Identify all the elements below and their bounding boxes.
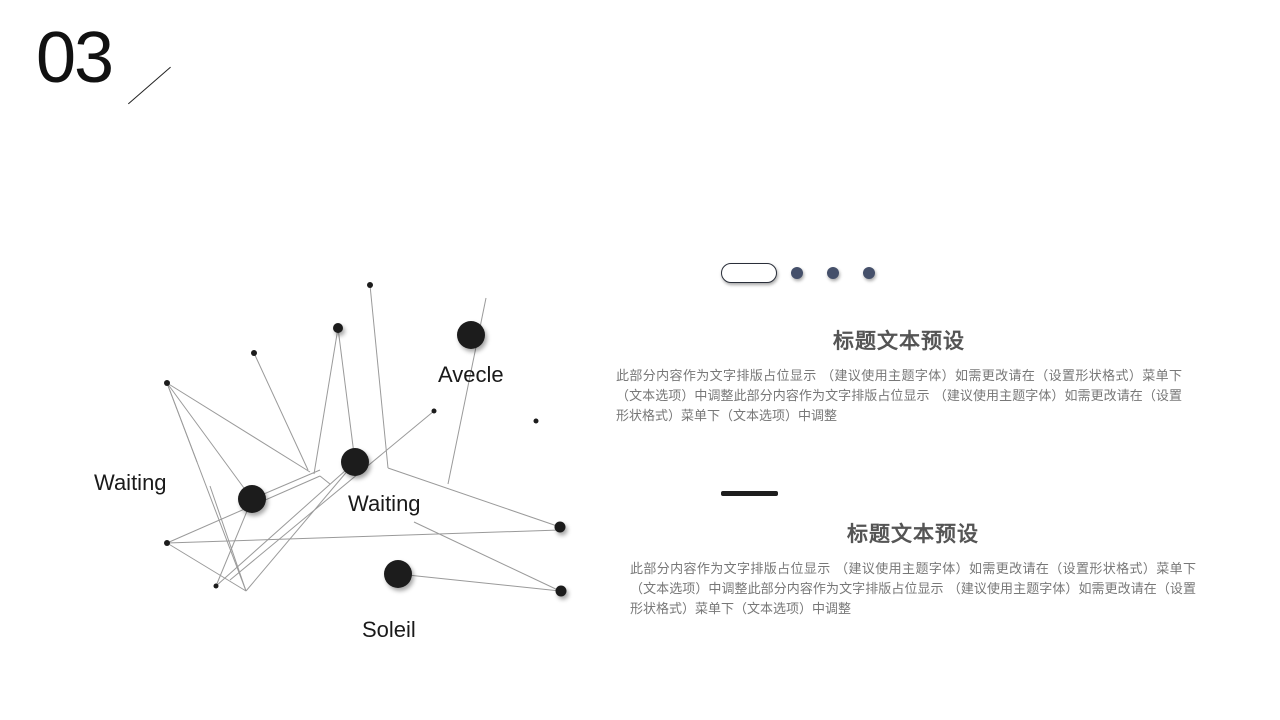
pager-active-indicator[interactable] bbox=[721, 263, 777, 283]
network-edge bbox=[337, 327, 356, 463]
network-edge bbox=[253, 352, 309, 471]
block-title: 标题文本预设 bbox=[847, 522, 979, 546]
label-waiting-center: Waiting bbox=[348, 491, 421, 516]
network-node-soleil bbox=[384, 560, 412, 588]
pager-dot[interactable] bbox=[791, 267, 803, 279]
network-node-medium bbox=[555, 585, 567, 597]
network-node-avecle bbox=[457, 321, 485, 349]
network-node-small bbox=[533, 418, 539, 424]
block-body: 此部分内容作为文字排版占位显示 （建议使用主题字体）如需更改请在（设置形状格式）… bbox=[630, 562, 1196, 617]
network-edge bbox=[397, 573, 561, 592]
network-edge bbox=[413, 521, 561, 592]
text-block-1: 标题文本预设 此部分内容作为文字排版占位显示 （建议使用主题字体）如需更改请在（… bbox=[616, 325, 1182, 427]
label-soleil: Soleil bbox=[362, 617, 416, 642]
pager-dot[interactable] bbox=[827, 267, 839, 279]
network-edge bbox=[166, 382, 253, 500]
network-small-nodes bbox=[164, 282, 539, 589]
label-waiting-left: Waiting bbox=[94, 470, 167, 495]
network-node-small bbox=[367, 282, 373, 288]
network-edges bbox=[166, 284, 561, 592]
network-medium-nodes bbox=[333, 323, 567, 597]
network-edge bbox=[209, 485, 247, 592]
network-edge bbox=[215, 498, 253, 587]
network-edge bbox=[166, 529, 561, 544]
divider-bar bbox=[721, 491, 778, 496]
network-edge bbox=[166, 382, 311, 473]
network-edge bbox=[215, 461, 356, 587]
network-node-small bbox=[164, 540, 170, 546]
block-body: 此部分内容作为文字排版占位显示 （建议使用主题字体）如需更改请在（设置形状格式）… bbox=[616, 369, 1182, 424]
network-edge bbox=[166, 542, 247, 592]
network-edge bbox=[319, 475, 331, 485]
network-edge bbox=[369, 284, 389, 469]
network-node-medium bbox=[554, 521, 566, 533]
section-number: 03 bbox=[36, 18, 114, 98]
network-edge bbox=[245, 461, 356, 592]
network-node-small bbox=[213, 583, 219, 589]
network-edge bbox=[229, 410, 435, 581]
label-avecle: Avecle bbox=[438, 362, 504, 387]
network-edge bbox=[313, 327, 339, 475]
network-node-medium bbox=[333, 323, 343, 333]
block-title: 标题文本预设 bbox=[833, 329, 965, 353]
pager bbox=[721, 261, 875, 285]
network-node-waiting-center bbox=[341, 448, 369, 476]
pager-dot[interactable] bbox=[863, 267, 875, 279]
network-large-nodes bbox=[238, 321, 485, 588]
network-node-small bbox=[164, 380, 170, 386]
text-block-2: 标题文本预设 此部分内容作为文字排版占位显示 （建议使用主题字体）如需更改请在（… bbox=[630, 518, 1196, 620]
network-edge bbox=[387, 467, 561, 528]
network-node-waiting-left bbox=[238, 485, 266, 513]
network-node-small bbox=[251, 350, 257, 356]
network-node-small bbox=[431, 408, 437, 414]
network-edge bbox=[166, 382, 247, 592]
